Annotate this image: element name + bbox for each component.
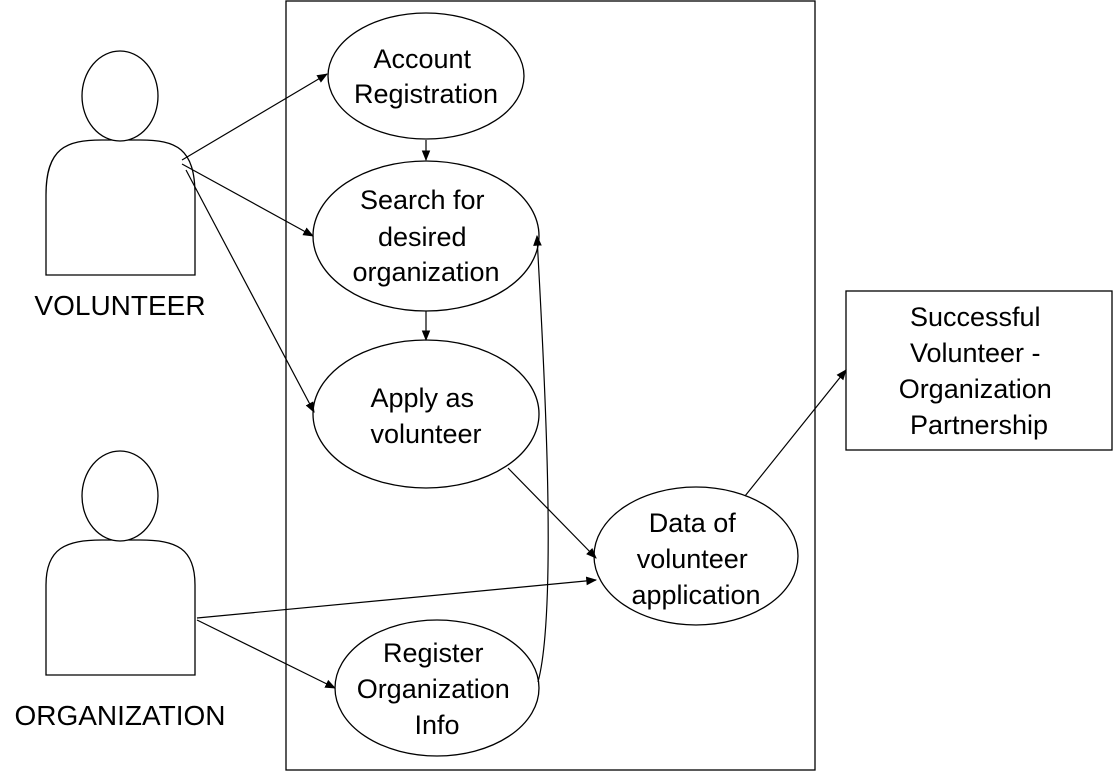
use-case-label: Account Registration xyxy=(354,44,498,109)
use-case-apply-volunteer: Apply as volunteer xyxy=(312,339,540,489)
use-case-label: Apply as volunteer xyxy=(370,383,481,449)
use-case-account-registration: Account Registration xyxy=(327,12,525,140)
edge-apply-volunteer-to-application-data xyxy=(507,467,597,559)
edge-volunteer-to-search-organization xyxy=(181,163,314,237)
use-case-label: Data of volunteer application xyxy=(631,508,760,610)
volunteer-actor-head xyxy=(81,50,159,142)
edge-application-data-to-outcome xyxy=(744,369,847,497)
edge-organization-to-application-data xyxy=(196,576,598,619)
organization-actor-label: ORGANIZATION xyxy=(14,700,225,731)
organization-actor-head xyxy=(81,450,159,542)
volunteer-actor: VOLUNTEER xyxy=(34,50,206,321)
use-case-label: Register Organization Info xyxy=(357,638,518,740)
organization-actor-body xyxy=(45,539,196,676)
use-case-label: Search for desired organization xyxy=(352,185,499,287)
edge-organization-to-register-org-info xyxy=(196,619,336,689)
edge-register-org-info-to-search-organization xyxy=(533,234,549,683)
outcome-shape xyxy=(845,290,1113,451)
use-case-shape xyxy=(312,339,540,489)
organization-actor: ORGANIZATION xyxy=(14,450,226,731)
edge-volunteer-to-apply-volunteer xyxy=(185,169,315,413)
volunteer-actor-body xyxy=(45,139,196,276)
outcome-label: Successful Volunteer - Organization Part… xyxy=(899,302,1060,440)
connectors xyxy=(181,73,847,689)
edge-volunteer-to-account-registration xyxy=(181,73,328,161)
use-case-register-organization-info: Register Organization Info xyxy=(334,619,540,757)
outcome-box: Successful Volunteer - Organization Part… xyxy=(845,290,1113,451)
use-case-volunteer-application-data: Data of volunteer application xyxy=(593,486,799,626)
volunteer-actor-label: VOLUNTEER xyxy=(34,290,205,321)
use-case-search-organization: Search for desired organization xyxy=(312,160,540,312)
use-case-shape xyxy=(327,12,525,140)
